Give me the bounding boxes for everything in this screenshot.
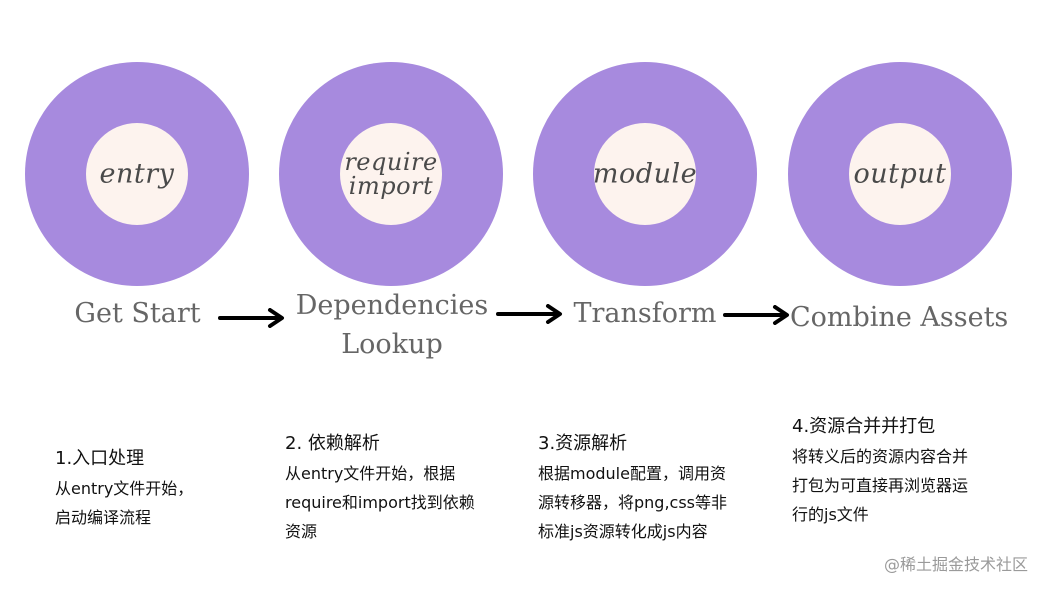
stage-title-line: Lookup [341, 329, 443, 360]
stage-note-3: 3.资源解析 根据module配置，调用资 源转移器，将png,css等非 标准… [538, 430, 727, 546]
stage-ring-entry: entry [25, 62, 249, 286]
note-line: 行的js文件 [792, 505, 869, 524]
note-line: 源转移器，将png,css等非 [538, 493, 728, 512]
stage-core-module: module [593, 123, 697, 225]
stage-title-combine-assets: Combine Assets [790, 298, 1009, 337]
core-label-require-import: require import [344, 150, 437, 198]
stage-title-transform: Transform [565, 294, 725, 333]
note-line: 标准js资源转化成js内容 [538, 522, 708, 541]
core-line: require [344, 148, 438, 176]
stage-core-output: output [849, 123, 951, 225]
stage-core-require-import: require import [340, 123, 442, 225]
core-label-entry: entry [100, 159, 175, 190]
watermark: @稀土掘金技术社区 [883, 555, 1028, 574]
core-line: module [592, 158, 698, 190]
stage-title-line: Transform [573, 298, 717, 329]
core-label-module: module [593, 159, 697, 190]
core-line: output [853, 158, 947, 190]
note-line: require和import找到依赖 [285, 493, 475, 512]
note-line: 资源 [285, 522, 318, 541]
note-line: 打包为可直接再浏览器运 [792, 476, 969, 495]
right-arrow-icon [723, 305, 789, 325]
note-line: 从entry文件开始， [55, 479, 194, 498]
core-line: import [348, 172, 434, 200]
stage-ring-require-import: require import [279, 62, 503, 286]
right-arrow-icon [218, 308, 284, 328]
core-line: entry [99, 158, 175, 190]
right-arrow-icon [496, 304, 562, 324]
stage-title-line: Dependencies [295, 290, 489, 321]
stage-note-2: 2. 依赖解析 从entry文件开始，根据 require和import找到依赖… [285, 430, 475, 546]
stage-ring-output: output [788, 62, 1012, 286]
stage-note-4: 4.资源合并并打包 将转义后的资源内容合并 打包为可直接再浏览器运 行的js文件 [792, 413, 968, 529]
stage-note-1: 1.入口处理 从entry文件开始， 启动编译流程 [55, 445, 193, 532]
note-heading: 2. 依赖解析 [285, 433, 380, 454]
stage-ring-module: module [533, 62, 757, 286]
note-line: 将转义后的资源内容合并 [792, 447, 969, 466]
note-line: 从entry文件开始，根据 [285, 464, 456, 483]
stage-title-line: Combine Assets [790, 302, 1009, 333]
note-heading: 4.资源合并并打包 [792, 416, 936, 437]
note-line: 根据module配置，调用资 [538, 464, 726, 483]
note-line: 启动编译流程 [55, 508, 152, 527]
note-heading: 3.资源解析 [538, 433, 628, 454]
stage-core-entry: entry [86, 123, 188, 225]
stage-title-get-start: Get Start [60, 294, 215, 333]
stage-title-line: Get Start [74, 298, 201, 329]
core-label-output: output [853, 159, 946, 190]
stage-title-dependencies-lookup: Dependencies Lookup [292, 286, 492, 364]
note-heading: 1.入口处理 [55, 448, 145, 469]
